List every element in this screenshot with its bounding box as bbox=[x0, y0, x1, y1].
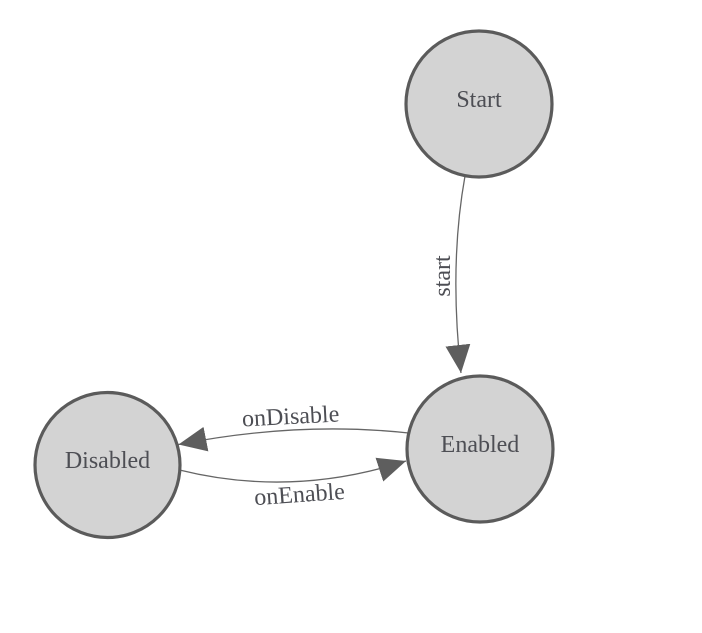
edge-label-ondisable: onDisable bbox=[241, 401, 340, 432]
edge-disabled-to-enabled bbox=[179, 457, 407, 483]
node-start-label: Start bbox=[456, 87, 502, 113]
node-enabled[interactable]: Enabled bbox=[405, 374, 555, 524]
node-start-circle[interactable] bbox=[404, 29, 554, 179]
edge-label-onenable: onEnable bbox=[253, 479, 345, 511]
node-disabled-label: Disabled bbox=[65, 448, 150, 474]
node-enabled-circle[interactable] bbox=[405, 374, 555, 524]
edge-enabled-to-disabled bbox=[178, 426, 409, 452]
node-enabled-label: Enabled bbox=[441, 432, 520, 458]
edge-start-to-enabled bbox=[445, 175, 471, 374]
node-disabled[interactable]: Disabled bbox=[33, 390, 182, 540]
node-start[interactable]: Start bbox=[404, 29, 554, 179]
node-disabled-circle[interactable] bbox=[33, 390, 182, 540]
edge-label-start: start bbox=[430, 255, 456, 297]
